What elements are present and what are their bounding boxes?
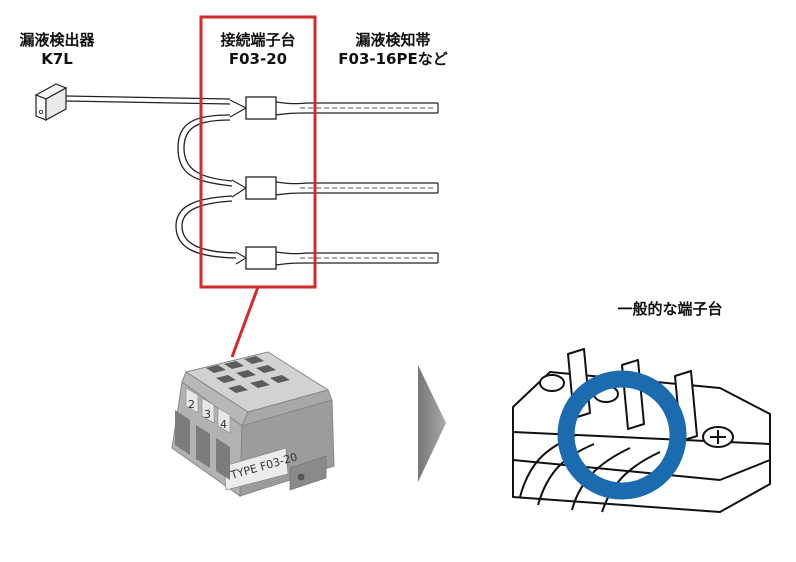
chain-wire-loops — [175, 114, 237, 259]
detector-label: 漏液検出器 K7L — [2, 31, 112, 69]
terminal-number-1: 2 — [188, 398, 195, 411]
terminal-block-product: 2 3 4 TYPE F03-20 — [171, 351, 335, 497]
terminal-row-3 — [235, 246, 439, 270]
terminal-name: 接続端子台 — [220, 31, 296, 49]
comparison-arrow — [418, 365, 446, 482]
detector-name: 漏液検出器 — [19, 31, 95, 49]
terminal-number-3: 4 — [220, 418, 227, 431]
band-model: F03-16PEなど — [338, 50, 448, 68]
focus-ring — [557, 370, 687, 500]
terminal-model: F03-20 — [228, 50, 288, 68]
detector-cable — [65, 95, 231, 105]
terminal-number-2: 3 — [204, 408, 211, 421]
highlight-leader-line — [230, 286, 260, 358]
band-label: 漏液検知帯 F03-16PEなど — [318, 31, 468, 69]
detector-model: K7L — [41, 50, 73, 68]
terminal-row-1 — [229, 96, 439, 120]
terminal-label: 接続端子台 F03-20 — [203, 31, 313, 69]
general-terminal-name: 一般的な端子台 — [617, 300, 723, 318]
general-terminal-label: 一般的な端子台 — [595, 300, 745, 319]
band-name: 漏液検知帯 — [355, 31, 431, 49]
terminal-row-2 — [231, 176, 439, 200]
detector-unit — [34, 83, 68, 122]
